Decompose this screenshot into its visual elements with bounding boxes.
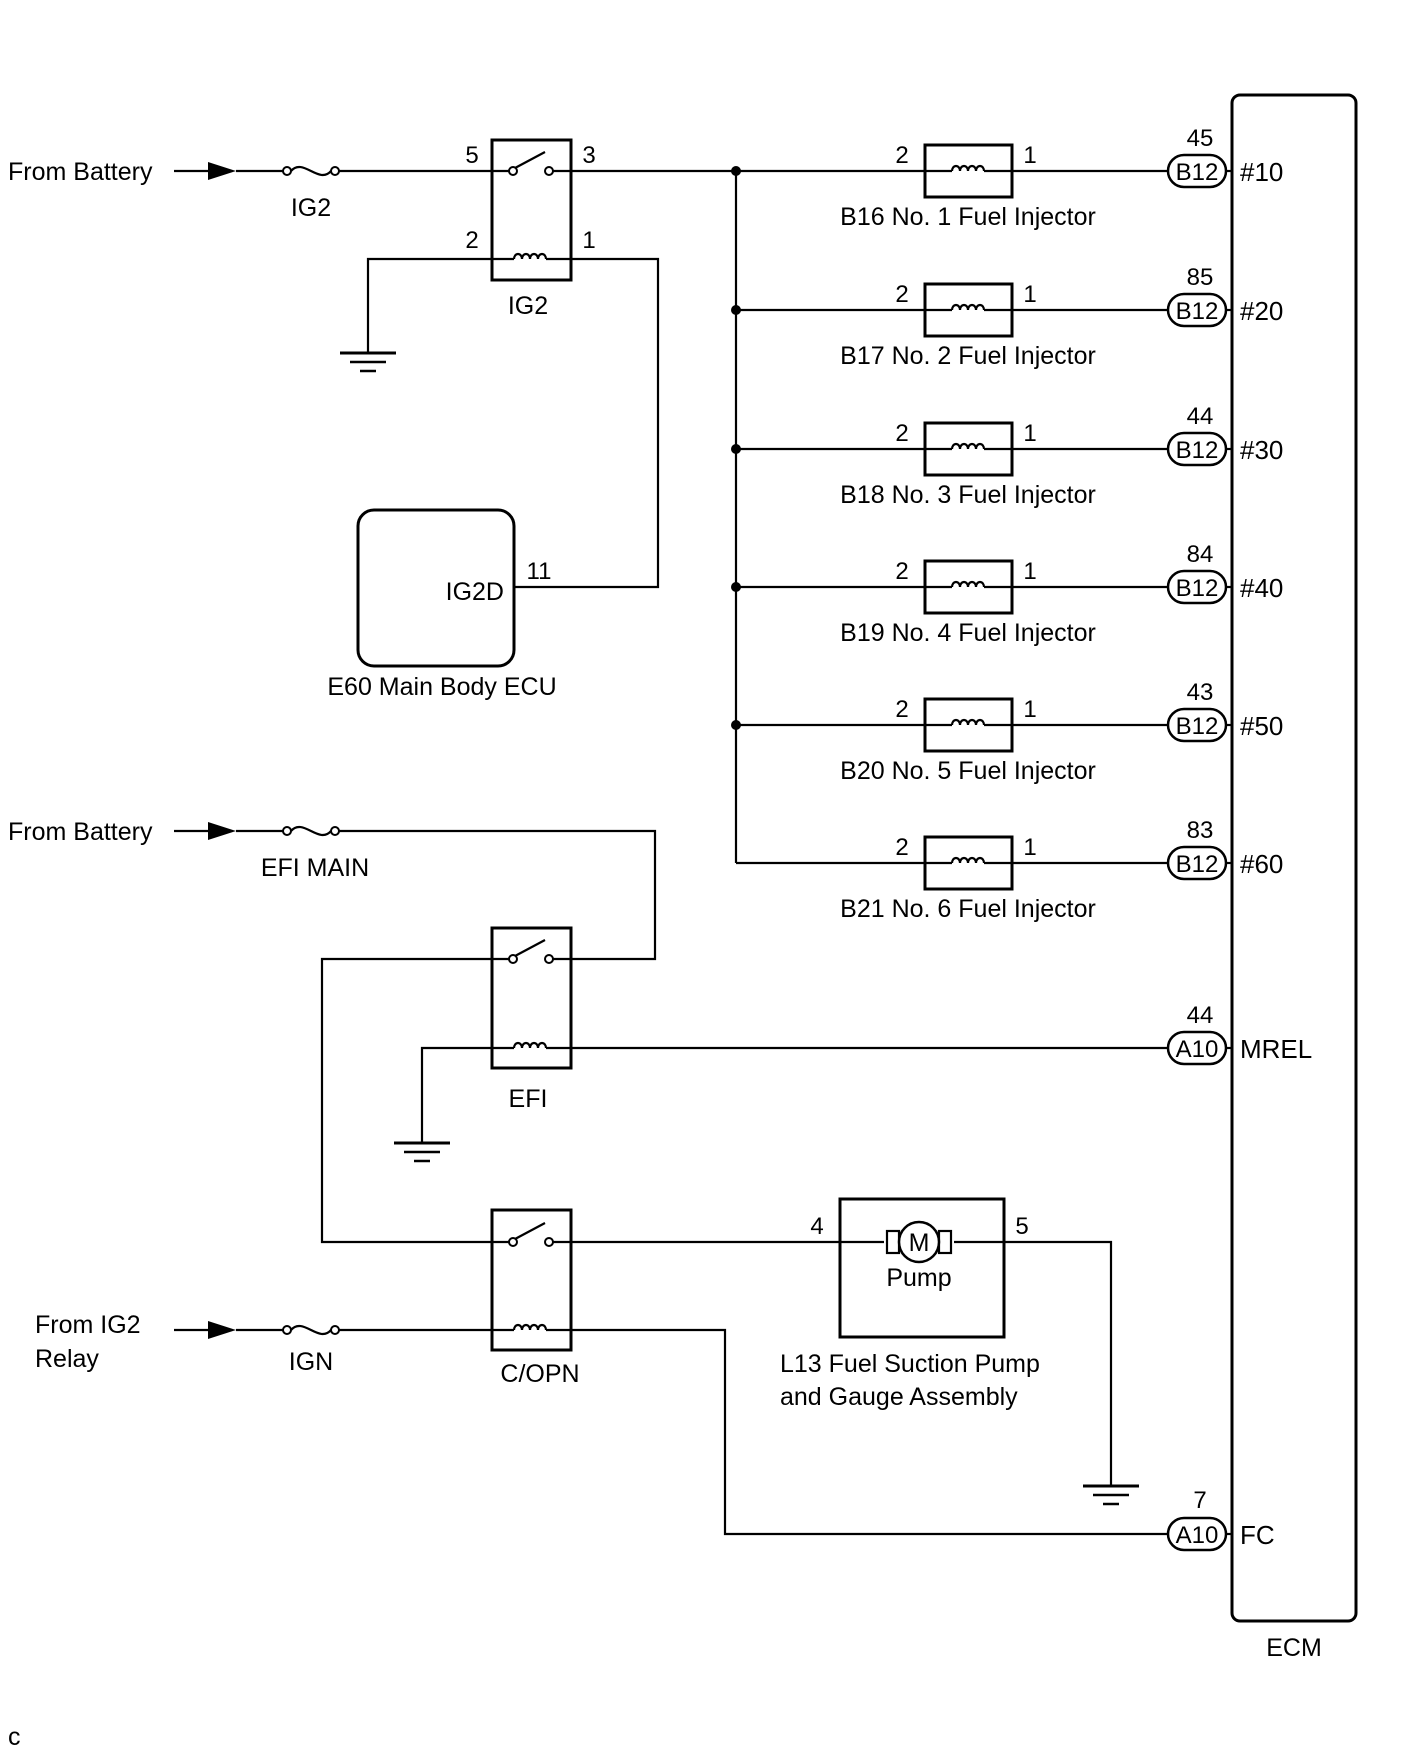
pump-label-line1: L13 Fuel Suction Pump	[780, 1350, 1040, 1378]
copn-relay-coil-icon	[512, 1323, 548, 1332]
main-body-ecu-label: E60 Main Body ECU	[327, 673, 556, 701]
injector-2-connector: B12	[1176, 298, 1219, 325]
injector-3-signal: #30	[1240, 435, 1283, 465]
injector-coil-icon	[950, 303, 986, 312]
figure-code: c	[8, 1723, 21, 1751]
pump-pin-in: 4	[810, 1213, 823, 1240]
injector-coil-icon	[950, 856, 986, 865]
ig2-fuse-icon	[281, 165, 341, 177]
ig2-relay-label: IG2	[508, 292, 548, 320]
ig2-relay-switch-icon	[507, 150, 555, 177]
pump-label-line2: and Gauge Assembly	[780, 1383, 1018, 1411]
copn-relay-label: C/OPN	[500, 1360, 579, 1388]
injector-4-ecm-pin: 84	[1187, 541, 1214, 568]
injector-5-signal: #50	[1240, 711, 1283, 741]
fc-pin: 7	[1193, 1487, 1206, 1514]
main-body-ecu-terminal: IG2D	[446, 578, 504, 606]
injector-3-pin-out: 1	[1023, 420, 1036, 447]
injector-1-signal: #10	[1240, 157, 1283, 187]
ig2-relay-pin-5: 5	[465, 142, 478, 169]
ig2-relay-source-line1: From IG2	[35, 1311, 141, 1339]
injector-1-pin-in: 2	[895, 142, 908, 169]
ig2-relay-pin-1: 1	[582, 227, 595, 254]
main-body-ecu-box	[356, 508, 516, 668]
ground-icon	[338, 347, 398, 373]
efi-relay-coil-icon	[512, 1041, 548, 1050]
efi-main-fuse-icon	[281, 825, 341, 837]
injector-3-pin-in: 2	[895, 420, 908, 447]
injector-1-ecm-pin: 45	[1187, 125, 1214, 152]
injector-coil-icon	[950, 442, 986, 451]
injector-1-pin-out: 1	[1023, 142, 1036, 169]
ground-icon	[1081, 1480, 1141, 1506]
pump-name: Pump	[886, 1264, 951, 1292]
ig2-relay-pin-2: 2	[465, 227, 478, 254]
efi-main-fuse-label: EFI MAIN	[261, 854, 369, 882]
injector-6-ecm-pin: 83	[1187, 817, 1214, 844]
battery-source-label-2: From Battery	[8, 818, 153, 846]
injector-5-connector: B12	[1176, 713, 1219, 740]
ig2-relay-source-line2: Relay	[35, 1345, 99, 1373]
pump-pin-out: 5	[1015, 1213, 1028, 1240]
injector-5-pin-out: 1	[1023, 696, 1036, 723]
battery-source-label-1: From Battery	[8, 158, 153, 186]
ig2-relay-box	[490, 138, 573, 282]
fc-connector: A10	[1176, 1522, 1219, 1549]
ig2-relay-coil-icon	[512, 252, 548, 261]
injector-1-label: B16 No. 1 Fuel Injector	[840, 203, 1096, 231]
injector-2-ecm-pin: 85	[1187, 264, 1214, 291]
injector-6-pin-in: 2	[895, 834, 908, 861]
battery-arrow-1-icon	[208, 162, 236, 180]
ecm-box	[1230, 93, 1358, 1623]
ig2-fuse-label: IG2	[291, 194, 331, 222]
injector-2-label: B17 No. 2 Fuel Injector	[840, 342, 1096, 370]
injector-2-signal: #20	[1240, 296, 1283, 326]
ig2-relay-arrow-icon	[208, 1321, 236, 1339]
fc-signal: FC	[1240, 1520, 1275, 1550]
injector-1-connector: B12	[1176, 159, 1219, 186]
injector-3-connector: B12	[1176, 437, 1219, 464]
injector-6-connector: B12	[1176, 851, 1219, 878]
ign-fuse-icon	[281, 1324, 341, 1336]
injector-5-label: B20 No. 5 Fuel Injector	[840, 757, 1096, 785]
injector-4-connector: B12	[1176, 575, 1219, 602]
injector-3-label: B18 No. 3 Fuel Injector	[840, 481, 1096, 509]
injector-5-pin-in: 2	[895, 696, 908, 723]
injector-4-label: B19 No. 4 Fuel Injector	[840, 619, 1096, 647]
pump-motor-icon	[897, 1220, 941, 1264]
ig2-relay-pin-3: 3	[582, 142, 595, 169]
injector-4-pin-out: 1	[1023, 558, 1036, 585]
efi-relay-box	[490, 926, 573, 1070]
ign-fuse-label: IGN	[289, 1348, 333, 1376]
injector-coil-icon	[950, 718, 986, 727]
injector-6-signal: #60	[1240, 849, 1283, 879]
pump-motor-symbol: M	[909, 1229, 930, 1257]
injector-2-pin-in: 2	[895, 281, 908, 308]
main-body-ecu-pin: 11	[527, 558, 552, 585]
injector-6-label: B21 No. 6 Fuel Injector	[840, 895, 1096, 923]
mrel-connector: A10	[1176, 1036, 1219, 1063]
injector-4-pin-in: 2	[895, 558, 908, 585]
ecm-label: ECM	[1266, 1634, 1322, 1662]
injector-2-pin-out: 1	[1023, 281, 1036, 308]
fuel-pump-box	[838, 1197, 1006, 1339]
mrel-signal: MREL	[1240, 1034, 1312, 1064]
efi-relay-switch-icon	[507, 938, 555, 965]
efi-relay-label: EFI	[509, 1085, 548, 1113]
mrel-pin: 44	[1187, 1002, 1214, 1029]
injector-coil-icon	[950, 580, 986, 589]
battery-arrow-2-icon	[208, 822, 236, 840]
copn-relay-switch-icon	[507, 1221, 555, 1248]
injector-coil-icon	[950, 164, 986, 173]
injector-5-ecm-pin: 43	[1187, 679, 1214, 706]
injector-4-signal: #40	[1240, 573, 1283, 603]
injector-6-pin-out: 1	[1023, 834, 1036, 861]
copn-relay-box	[490, 1208, 573, 1352]
ground-icon	[392, 1137, 452, 1163]
injector-3-ecm-pin: 44	[1187, 403, 1214, 430]
